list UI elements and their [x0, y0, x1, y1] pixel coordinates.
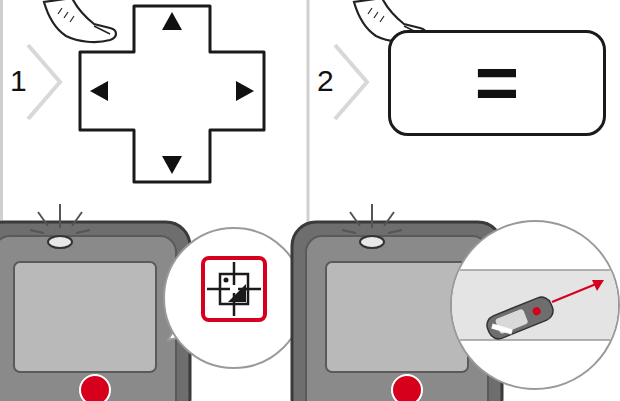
- step-number: 1: [10, 66, 27, 96]
- step-number: 2: [317, 66, 334, 96]
- key-symbol: =: [475, 45, 519, 121]
- button-key: =: [388, 30, 606, 136]
